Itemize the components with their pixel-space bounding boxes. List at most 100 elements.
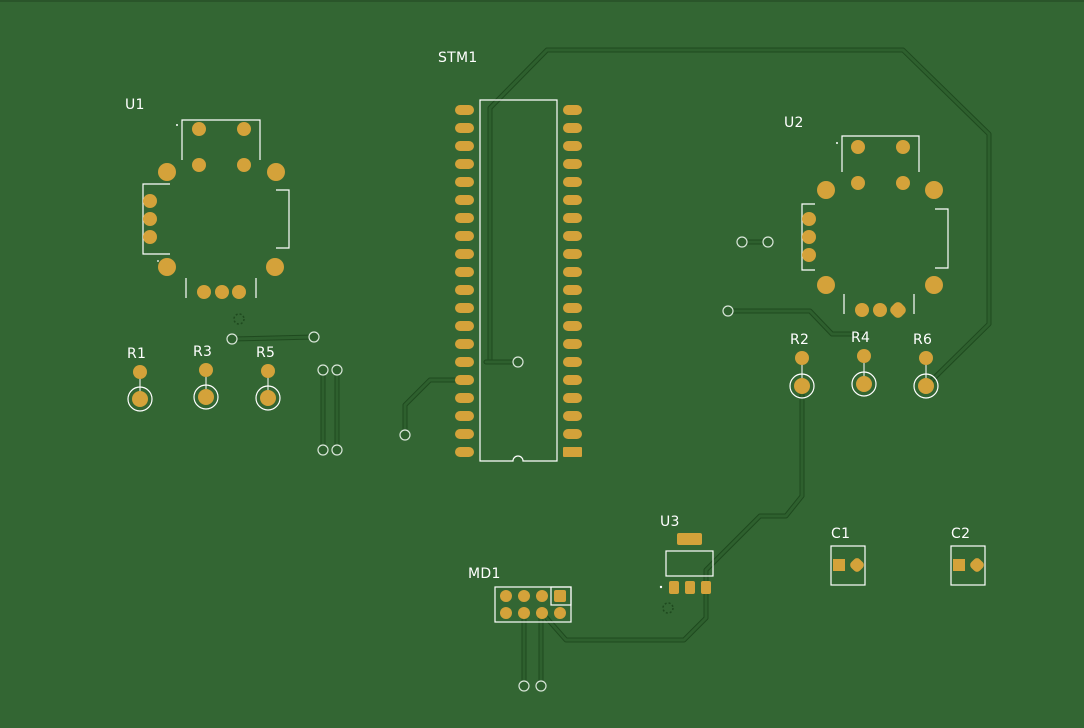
stm1-pad: [563, 141, 582, 151]
trace-stm1-left: [402, 377, 467, 438]
stm1-pad: [455, 429, 474, 439]
stm1-pad: [455, 303, 474, 313]
resistor-pad: [857, 349, 871, 363]
via: [308, 331, 320, 343]
stm1-pad: [455, 339, 474, 349]
stm1-pads: [455, 105, 582, 457]
stm1-pad: [563, 213, 582, 223]
stm1-pad: [563, 123, 582, 133]
stm1-pad: [563, 159, 582, 169]
stm1-pad: [563, 303, 582, 313]
vias: [226, 236, 774, 692]
via: [722, 305, 734, 317]
md1-footprint: [494, 586, 572, 623]
r3-label: R3: [193, 344, 213, 360]
stm1-pad: [455, 213, 474, 223]
resistor-pad: [261, 364, 275, 378]
resistor-pad: [133, 365, 147, 379]
resistor-outline: [913, 373, 939, 399]
stm1-pad: [563, 321, 582, 331]
stm1-pad: [455, 195, 474, 205]
unplated-holes: [233, 313, 674, 614]
resistor-outline: [255, 385, 281, 411]
stm1-pad: [455, 411, 474, 421]
u2-label: U2: [784, 115, 804, 131]
stm1-pad: [563, 177, 582, 187]
via: [317, 444, 329, 456]
stm1-pad: [563, 231, 582, 241]
via: [736, 236, 748, 248]
stm1-pad: [563, 249, 582, 259]
r2-label: R2: [790, 332, 810, 348]
c2-label: C2: [951, 526, 971, 542]
resistor-outline: [127, 386, 153, 412]
resistor-pad: [856, 376, 872, 392]
via: [535, 680, 547, 692]
stm1-pad: [455, 393, 474, 403]
trace-md1-down: [521, 611, 544, 689]
stm1-pad: [455, 375, 474, 385]
u1-label: U1: [125, 97, 145, 113]
c2-footprint: [950, 545, 986, 586]
u3-label: U3: [660, 514, 680, 530]
via: [399, 429, 411, 441]
resistor-pad: [919, 351, 933, 365]
via: [518, 680, 530, 692]
trace-vertical-pair: [320, 367, 340, 453]
via: [317, 364, 329, 376]
via: [331, 364, 343, 376]
resistor-pad: [260, 390, 276, 406]
stm1-pad: [563, 411, 582, 421]
resistor-outline: [789, 373, 815, 399]
trace-u3-md1: [541, 585, 709, 643]
resistor-pad: [132, 391, 148, 407]
c1-footprint: [830, 545, 866, 586]
u3-footprint: [659, 533, 714, 594]
traces: [229, 47, 992, 689]
resistor-outline: [851, 371, 877, 397]
resistors: [127, 349, 939, 412]
stm1-pad: [563, 339, 582, 349]
stm1-pad: [455, 447, 474, 457]
via: [512, 356, 524, 368]
c1-label: C1: [831, 526, 851, 542]
stm1-pad: [563, 375, 582, 385]
via: [762, 236, 774, 248]
stm1-footprint: [455, 99, 582, 462]
stm1-pad: [455, 105, 474, 115]
stm1-pad: [563, 447, 582, 457]
resistor-pad: [199, 363, 213, 377]
trace-via-r4: [725, 308, 867, 337]
stm1-pad: [455, 159, 474, 169]
stm1-pad: [455, 249, 474, 259]
stm1-pad: [563, 357, 582, 367]
stm1-pad: [563, 393, 582, 403]
stm1-pad: [455, 177, 474, 187]
stm1-pad: [563, 267, 582, 277]
stm1-pad: [563, 105, 582, 115]
r5-label: R5: [256, 345, 276, 361]
via: [331, 444, 343, 456]
resistor-pad: [795, 351, 809, 365]
r1-label: R1: [127, 346, 147, 362]
stm1-pad: [455, 285, 474, 295]
r6-label: R6: [913, 332, 933, 348]
stm1-pad: [563, 195, 582, 205]
stm1-pad: [455, 141, 474, 151]
trace-r3-via: [229, 334, 317, 342]
resistor-pad: [198, 389, 214, 405]
stm1-pad: [563, 429, 582, 439]
stm1-label: STM1: [438, 50, 478, 66]
trace-r2-u3: [703, 383, 805, 591]
stm1-pad: [455, 267, 474, 277]
resistor-pad: [794, 378, 810, 394]
r4-label: R4: [851, 330, 871, 346]
trace-stm1-r6: [487, 47, 992, 389]
stm1-pad: [455, 231, 474, 241]
stm1-pad: [455, 123, 474, 133]
u1-footprint: [142, 119, 290, 299]
u2-footprint: [801, 135, 949, 318]
